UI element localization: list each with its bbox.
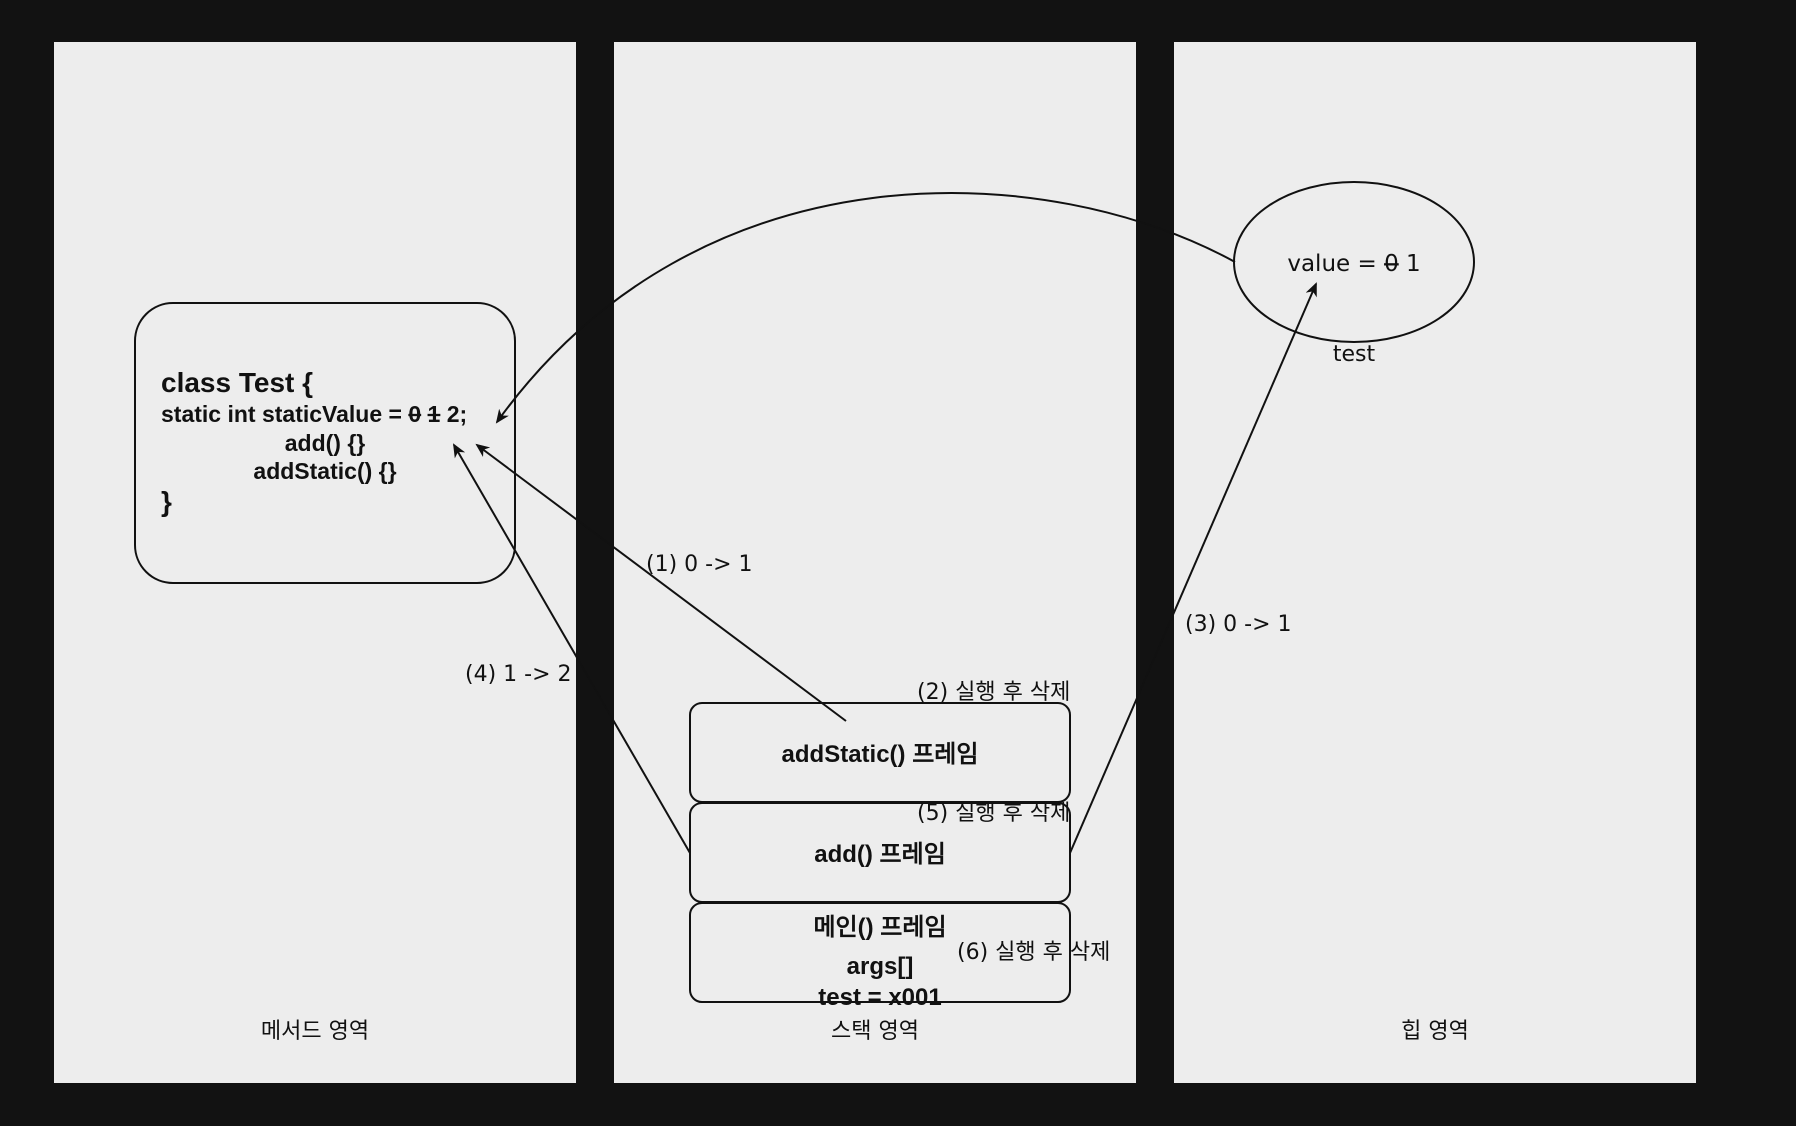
addstatic-frame-label: addStatic() 프레임: [782, 741, 979, 768]
annotation-step-5: (5) 실행 후 삭제: [917, 801, 1070, 826]
static-value-prefix: static int staticValue =: [161, 401, 408, 427]
addstatic-to-static-arrow: [475, 443, 847, 722]
main-frame-label: 메인() 프레임: [813, 914, 946, 941]
static-value-line: static int staticValue = 0 1 2;: [161, 401, 467, 427]
method-area-label: 메서드 영역: [260, 1019, 370, 1044]
static-value-old-1: 1: [428, 401, 441, 427]
heap-area-label: 힙 영역: [1401, 1019, 1469, 1044]
class-test-box: [134, 302, 516, 584]
heap-value-new: 1: [1399, 251, 1421, 277]
annotation-step-4: (4) 1 -> 2: [465, 662, 572, 687]
class-declaration: class Test {: [161, 367, 313, 398]
add-to-heap-arrow: [1069, 282, 1317, 854]
static-value-suffix: 2;: [440, 401, 467, 427]
heap-value-old: 0: [1384, 251, 1399, 277]
main-frame-test-ref: test = x001: [818, 984, 941, 1011]
class-closing-brace: }: [161, 486, 172, 517]
add-to-static-arrow: [452, 443, 691, 854]
addstatic-method-line: addStatic() {}: [253, 458, 396, 484]
add-method-line: add() {}: [285, 430, 366, 456]
main-frame-args: args[]: [847, 953, 914, 980]
heap-value-prefix: value =: [1287, 251, 1384, 277]
add-frame-label: add() 프레임: [814, 841, 946, 868]
main-frame-box: [689, 902, 1071, 1003]
heap-object-name: test: [1333, 342, 1376, 367]
heap-value-text: value = 0 1: [1287, 251, 1420, 277]
heap-to-static-arrow: [495, 192, 1236, 424]
static-value-old-0: 0: [408, 401, 421, 427]
annotation-step-2: (2) 실행 후 삭제: [917, 680, 1070, 705]
annotation-step-1: (1) 0 -> 1: [646, 552, 753, 577]
stack-area-label: 스택 영역: [831, 1019, 919, 1044]
annotation-step-6: (6) 실행 후 삭제: [957, 940, 1110, 965]
annotation-step-3: (3) 0 -> 1: [1185, 612, 1292, 637]
